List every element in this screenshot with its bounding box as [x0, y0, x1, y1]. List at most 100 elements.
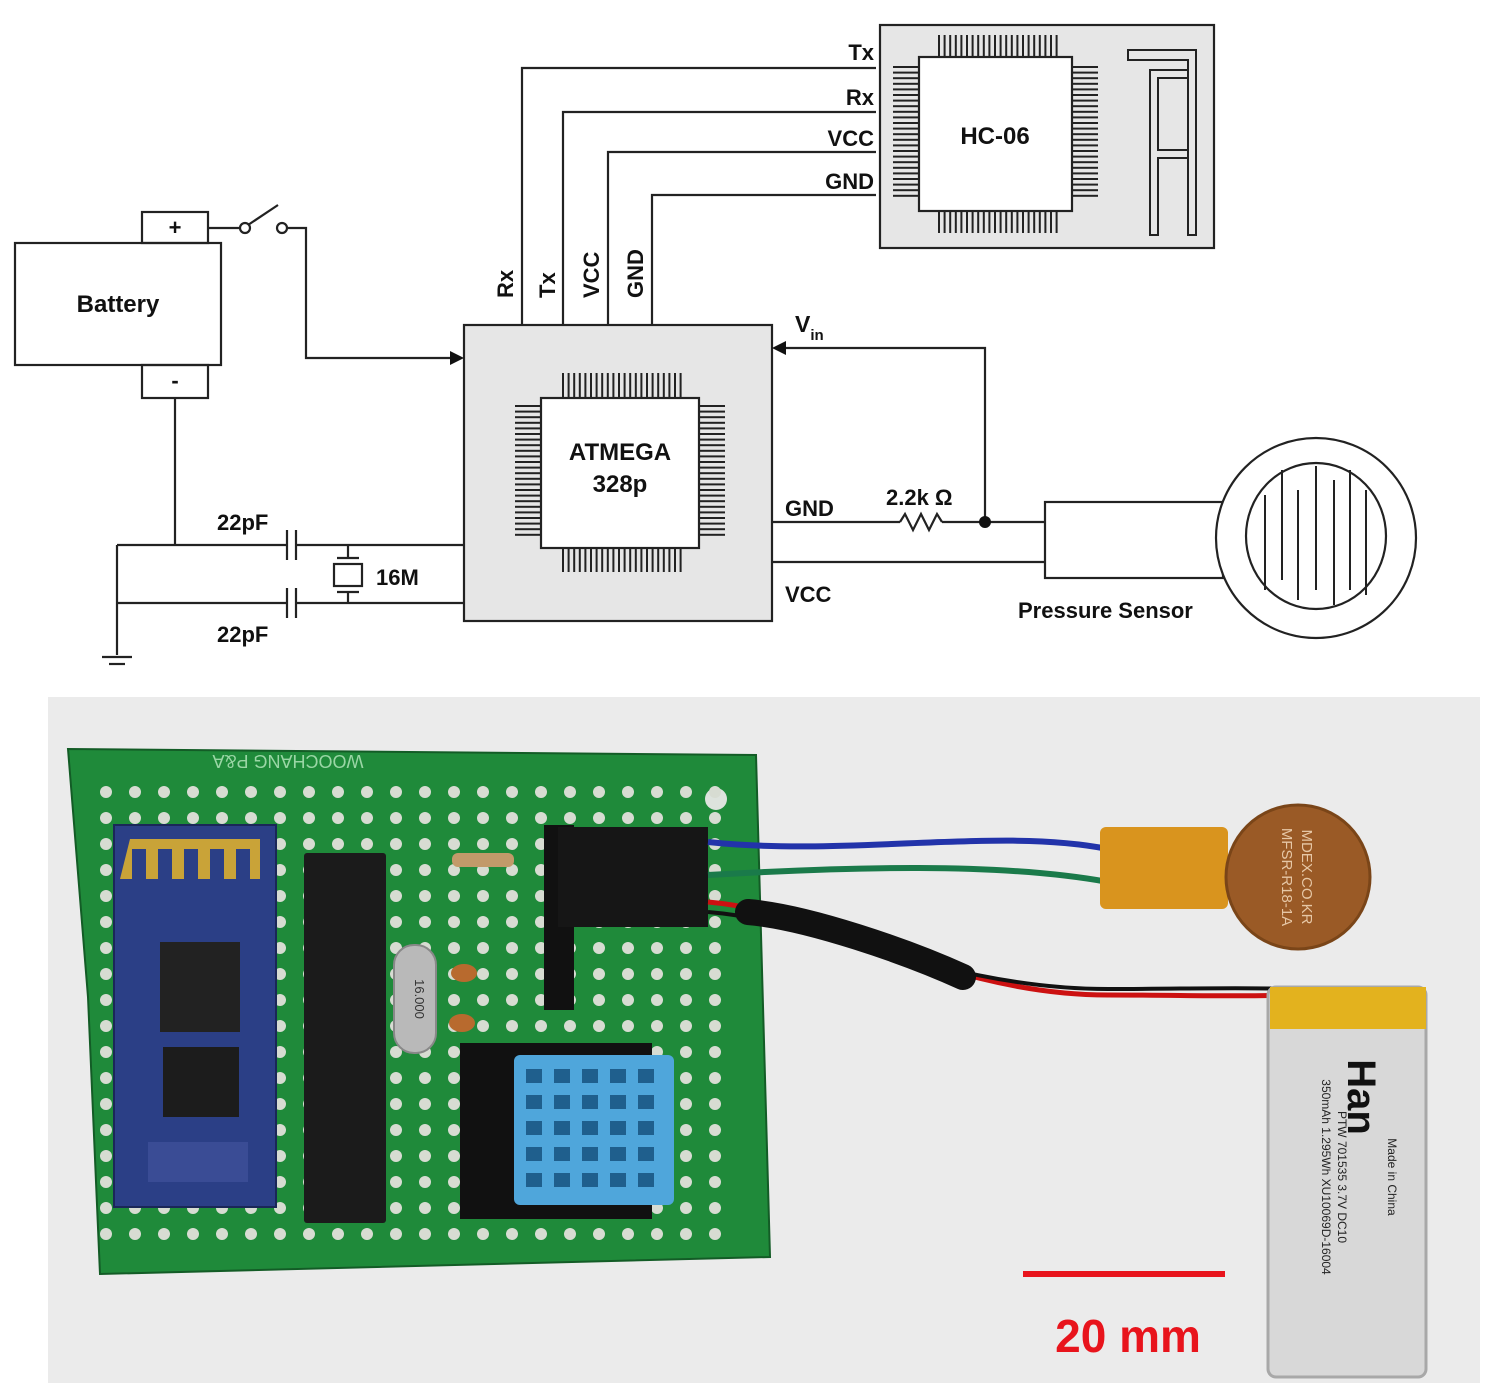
pcb-hole — [129, 786, 141, 798]
mcu-chip-pin — [515, 416, 541, 419]
dht-vent — [610, 1147, 626, 1161]
hc06-chip-pin — [893, 183, 919, 186]
hc06-chip-pin — [1033, 211, 1036, 233]
hc06-chip-pin — [1072, 155, 1098, 158]
mcu-chip-pin — [595, 373, 598, 397]
pcb-hole — [448, 786, 460, 798]
hc06-chip-pin — [1044, 35, 1047, 57]
mcu-pin-tx: Tx — [535, 272, 560, 298]
battery-made-in: Made in China — [1385, 1138, 1399, 1216]
pcb-hole — [419, 864, 431, 876]
hc06-chip-pin — [994, 211, 996, 233]
pcb-hole — [709, 890, 721, 902]
pcb-hole — [506, 786, 518, 798]
mcu-chip-pin — [699, 472, 725, 475]
mcu-chip-pin — [567, 548, 570, 572]
capacitor-1 — [451, 964, 477, 982]
mcu-chip-pin — [699, 405, 725, 407]
hc06-chip-pin — [938, 35, 940, 57]
pcb-hole — [419, 1202, 431, 1214]
hc06-chip-pin — [1038, 35, 1041, 57]
mcu-chip-pin — [629, 548, 632, 572]
mcu-chip-pin — [629, 373, 632, 397]
hc06-chip-pin — [893, 138, 919, 141]
pcb-hole — [709, 812, 721, 824]
pcb-hole — [100, 1176, 112, 1188]
mcu-chip-pin — [699, 455, 725, 458]
pcb-hole — [419, 812, 431, 824]
pcb-hole — [390, 786, 402, 798]
mcu-chip-pin — [668, 548, 671, 572]
pcb-hole — [593, 968, 605, 980]
pcb-hole — [390, 916, 402, 928]
pcb-hole — [448, 890, 460, 902]
pcb-hole — [535, 786, 547, 798]
pcb-hole — [361, 812, 373, 824]
hc06-chip-pin — [1072, 138, 1098, 141]
dht-vent — [554, 1069, 570, 1083]
pcb-hole — [158, 812, 170, 824]
hc06-pin-tx: Tx — [848, 40, 874, 65]
hc06-chip-pin — [1072, 99, 1098, 102]
pcb-hole — [477, 786, 489, 798]
pcb-hole — [651, 994, 663, 1006]
mcu-chip-pin — [679, 548, 682, 572]
hc06-chip-pin — [966, 211, 968, 233]
pcb-hole — [564, 786, 576, 798]
sensor-text-2: MFSR-R18-1A — [1278, 828, 1295, 926]
mcu-chip-pin — [515, 517, 541, 519]
pcb-hole — [593, 812, 605, 824]
prototype-photo: WOOCHANG P&A 16.000 MDEX.CO.KR MFSR-R18-… — [48, 697, 1480, 1383]
mcu-chip-pin — [515, 472, 541, 475]
pcb-hole — [187, 1228, 199, 1240]
mcu-chip-pin — [651, 373, 654, 397]
mcu-chip-pin — [515, 444, 541, 447]
hc06-chip-pin — [1033, 35, 1036, 57]
pcb-hole — [245, 1228, 257, 1240]
mcu-chip-pin — [515, 494, 541, 497]
dht-vent — [582, 1069, 598, 1083]
hc06-chip-pin — [1050, 35, 1052, 57]
dht-vent — [610, 1121, 626, 1135]
pcb-hole — [419, 916, 431, 928]
pcb-hole — [535, 1020, 547, 1032]
hc06-chip-pin — [1072, 194, 1098, 197]
hc06-chip-pin — [960, 35, 963, 57]
pcb-hole — [216, 1228, 228, 1240]
pcb-hole — [593, 1020, 605, 1032]
mcu-chip-pin — [699, 483, 725, 486]
pcb-hole — [361, 786, 373, 798]
pcb-hole — [622, 968, 634, 980]
dht-vent — [526, 1095, 542, 1109]
battery-box — [13, 241, 223, 367]
pcb-hole — [709, 994, 721, 1006]
hc06-chip-pin — [893, 155, 919, 158]
pcb-hole — [100, 890, 112, 902]
battery-plus-sign: + — [169, 215, 182, 240]
crystal-component: 16.000 — [393, 944, 437, 1054]
hc06-chip-pin — [1072, 172, 1098, 175]
vin-label: Vin — [795, 311, 824, 344]
mcu-chip-pin — [646, 373, 648, 397]
hc06-chip-pin — [971, 211, 974, 233]
hc06-antenna — [1127, 49, 1197, 236]
bluetooth-module — [113, 824, 277, 1208]
hc06-chip-pin — [1010, 35, 1013, 57]
pcb-hole — [651, 942, 663, 954]
mcu-chip-pin — [699, 461, 725, 463]
hc06-chip-pin — [893, 105, 919, 108]
pcb-hole — [448, 838, 460, 850]
sensor-text-1: MDEX.CO.KR — [1298, 829, 1315, 924]
pcb-hole — [100, 942, 112, 954]
hc06-chip-pin — [1016, 35, 1019, 57]
dht-sensor — [460, 1043, 674, 1219]
hc06-chip-pin — [893, 150, 919, 152]
mcu-chip-pin — [601, 373, 604, 397]
pcb-hole — [303, 1228, 315, 1240]
pcb-hole — [419, 838, 431, 850]
mcu-chip-pin — [515, 477, 541, 480]
pcb-hole — [100, 1228, 112, 1240]
pcb-hole — [622, 1228, 634, 1240]
pcb-hole — [709, 942, 721, 954]
pcb-hole — [506, 864, 518, 876]
